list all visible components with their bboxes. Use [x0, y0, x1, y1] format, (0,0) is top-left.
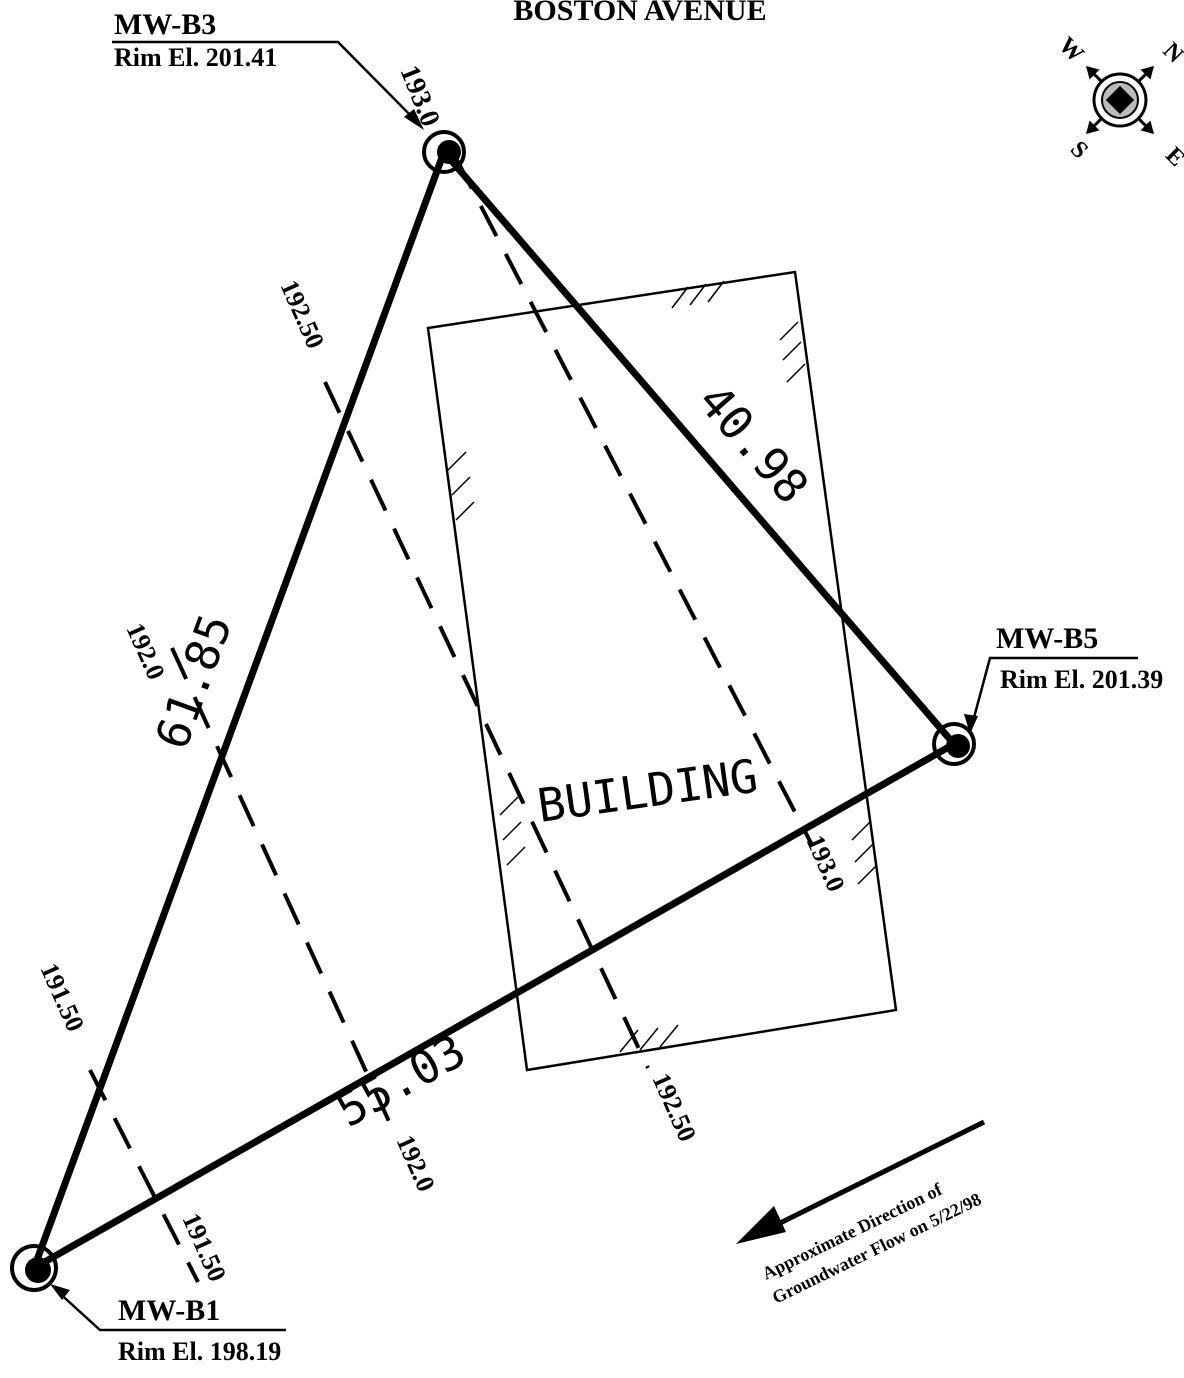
distance-b1-b5: 55.03 [327, 1023, 474, 1137]
compass-label-n: N [1158, 38, 1184, 69]
well-rim-mw-b1: Rim El. 198.19 [118, 1337, 281, 1366]
distance-b3-b5: 40.98 [688, 374, 820, 514]
compass-label-w: W [1053, 32, 1088, 67]
contour-label-192-0-left-upper: 192.0 [121, 619, 171, 684]
compass-rose [1086, 66, 1154, 134]
contour-label-192-50-left: 192.50 [275, 276, 331, 353]
building-hatch-marks [447, 280, 877, 1053]
contour-label-193-0-right: 193.0 [801, 831, 851, 896]
contour-label-192-0-left-lower: 192.0 [391, 1131, 441, 1196]
contour-label-191-50-left-lower: 191.50 [177, 1209, 233, 1286]
contour-191-50 [88, 1069, 200, 1283]
building-outline [426, 270, 898, 1072]
well-marker-mw-b1 [10, 1244, 58, 1292]
well-marker-mw-b3 [422, 130, 466, 174]
well-id-mw-b3: MW-B3 [114, 8, 216, 41]
contour-193-0 [454, 157, 814, 846]
compass-label-e: E [1160, 142, 1184, 172]
label-leaders [50, 40, 1138, 1332]
line-b3-b5 [440, 148, 958, 748]
well-rim-mw-b5: Rim El. 201.39 [1000, 665, 1163, 694]
contour-label-191-50-left-upper: 191.50 [35, 959, 91, 1036]
street-name: BOSTON AVENUE [513, 0, 766, 27]
well-id-mw-b5: MW-B5 [996, 622, 1098, 655]
compass-label-s: S [1065, 136, 1093, 164]
well-marker-mw-b5 [932, 722, 976, 766]
contour-label-192-50-right: 192.50 [647, 1069, 703, 1146]
well-rim-mw-b3: Rim El. 201.41 [114, 43, 277, 72]
contour-192-50-left [323, 381, 650, 1069]
well-connection-lines [30, 148, 958, 1272]
groundwater-contours [88, 157, 814, 1283]
well-id-mw-b1: MW-B1 [118, 1294, 220, 1327]
groundwater-flow-arrow [736, 1119, 986, 1244]
building-label: BUILDING [534, 749, 761, 833]
line-b1-b5 [30, 740, 958, 1272]
line-b3-b1 [30, 148, 448, 1272]
well-level-mw-b3: 193.0 [394, 61, 446, 131]
contour-192-0 [170, 647, 394, 1129]
